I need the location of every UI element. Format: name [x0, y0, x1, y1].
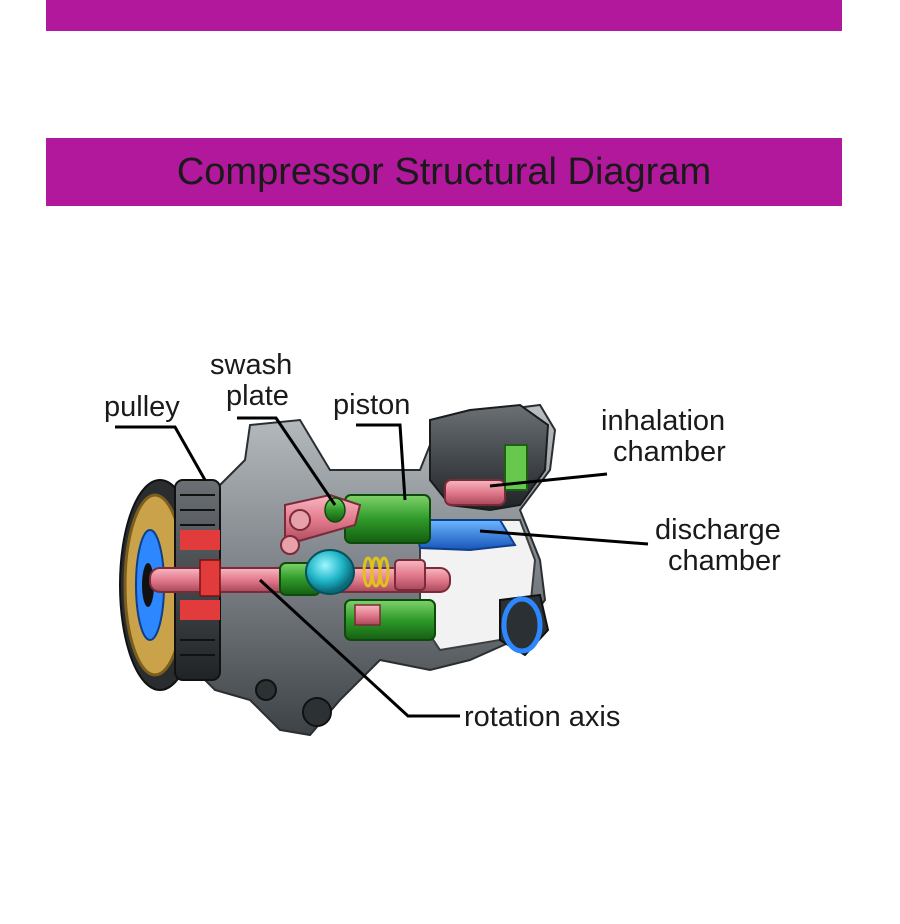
label-inhalation-chamber-line2: chamber	[613, 436, 726, 468]
label-swash-plate-line2: plate	[226, 380, 289, 412]
piston-leader-line	[356, 423, 407, 501]
pulley-leader-line	[115, 425, 207, 481]
rotation-axis-leader-line	[258, 578, 460, 718]
label-discharge-chamber-line2: chamber	[668, 545, 781, 577]
rotation-axis-part	[149, 549, 451, 597]
inhalation-chamber-leader-line	[489, 472, 608, 488]
leader-lines	[115, 416, 649, 718]
label-swash-plate-line1: swash	[210, 349, 292, 381]
label-pulley: pulley	[104, 391, 180, 423]
piston-part	[344, 494, 436, 641]
label-inhalation-chamber-line1: inhalation	[601, 405, 725, 437]
title-banner: Compressor Structural Diagram	[46, 138, 842, 206]
swash-plate-leader-line	[237, 416, 337, 506]
discharge-chamber-leader-line	[479, 529, 649, 546]
top-banner	[46, 0, 842, 31]
label-discharge-chamber-line1: discharge	[655, 514, 781, 546]
label-piston: piston	[333, 389, 410, 421]
label-rotation-axis: rotation axis	[464, 701, 620, 733]
page-title: Compressor Structural Diagram	[176, 150, 712, 193]
inhalation-chamber-part	[444, 444, 528, 506]
